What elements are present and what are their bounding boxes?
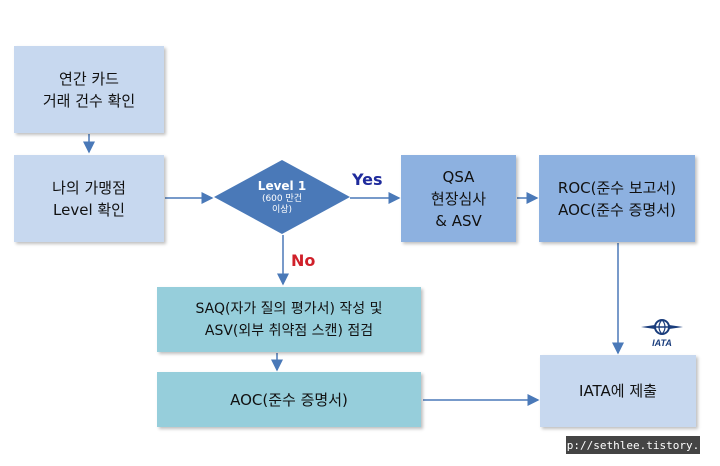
no-label: No <box>291 251 316 270</box>
annual-card-text: 연간 카드 거래 건수 확인 <box>42 69 136 110</box>
roc-aoc-box: ROC(준수 보고서) AOC(준수 증명서) <box>539 155 695 242</box>
svg-text:IATA: IATA <box>652 338 672 348</box>
saq-box: SAQ(자가 질의 평가서) 작성 및 ASV(외부 취약점 스캔) 점검 <box>157 287 421 352</box>
level1-diamond <box>214 160 350 234</box>
level1-subtitle: (600 만건 이상) <box>261 193 303 215</box>
qsa-box: QSA 현장심사 & ASV <box>401 155 516 242</box>
roc-aoc-text: ROC(준수 보고서) AOC(준수 증명서) <box>557 178 677 219</box>
qsa-text: QSA 현장심사 & ASV <box>430 167 487 230</box>
iata-submit-box: IATA에 제출 <box>540 355 696 427</box>
iata-logo: IATA <box>640 316 684 348</box>
aoc-text: AOC(준수 증명서) <box>230 390 348 409</box>
level1-title: Level 1 <box>257 178 307 193</box>
merchant-level-text: 나의 가맹점 Level 확인 <box>52 178 126 219</box>
watermark-url: http://sethlee.tistory.com <box>547 436 719 454</box>
saq-text: SAQ(자가 질의 평가서) 작성 및 ASV(외부 취약점 스캔) 점검 <box>195 300 383 339</box>
iata-submit-text: IATA에 제출 <box>579 382 657 400</box>
level1-label: Level 1 (600 만건 이상) <box>214 160 350 234</box>
yes-label: Yes <box>352 170 383 189</box>
merchant-level-box: 나의 가맹점 Level 확인 <box>14 155 164 242</box>
aoc-box: AOC(준수 증명서) <box>157 372 421 427</box>
annual-card-box: 연간 카드 거래 건수 확인 <box>14 46 164 133</box>
iata-globe-icon: IATA <box>641 319 683 348</box>
